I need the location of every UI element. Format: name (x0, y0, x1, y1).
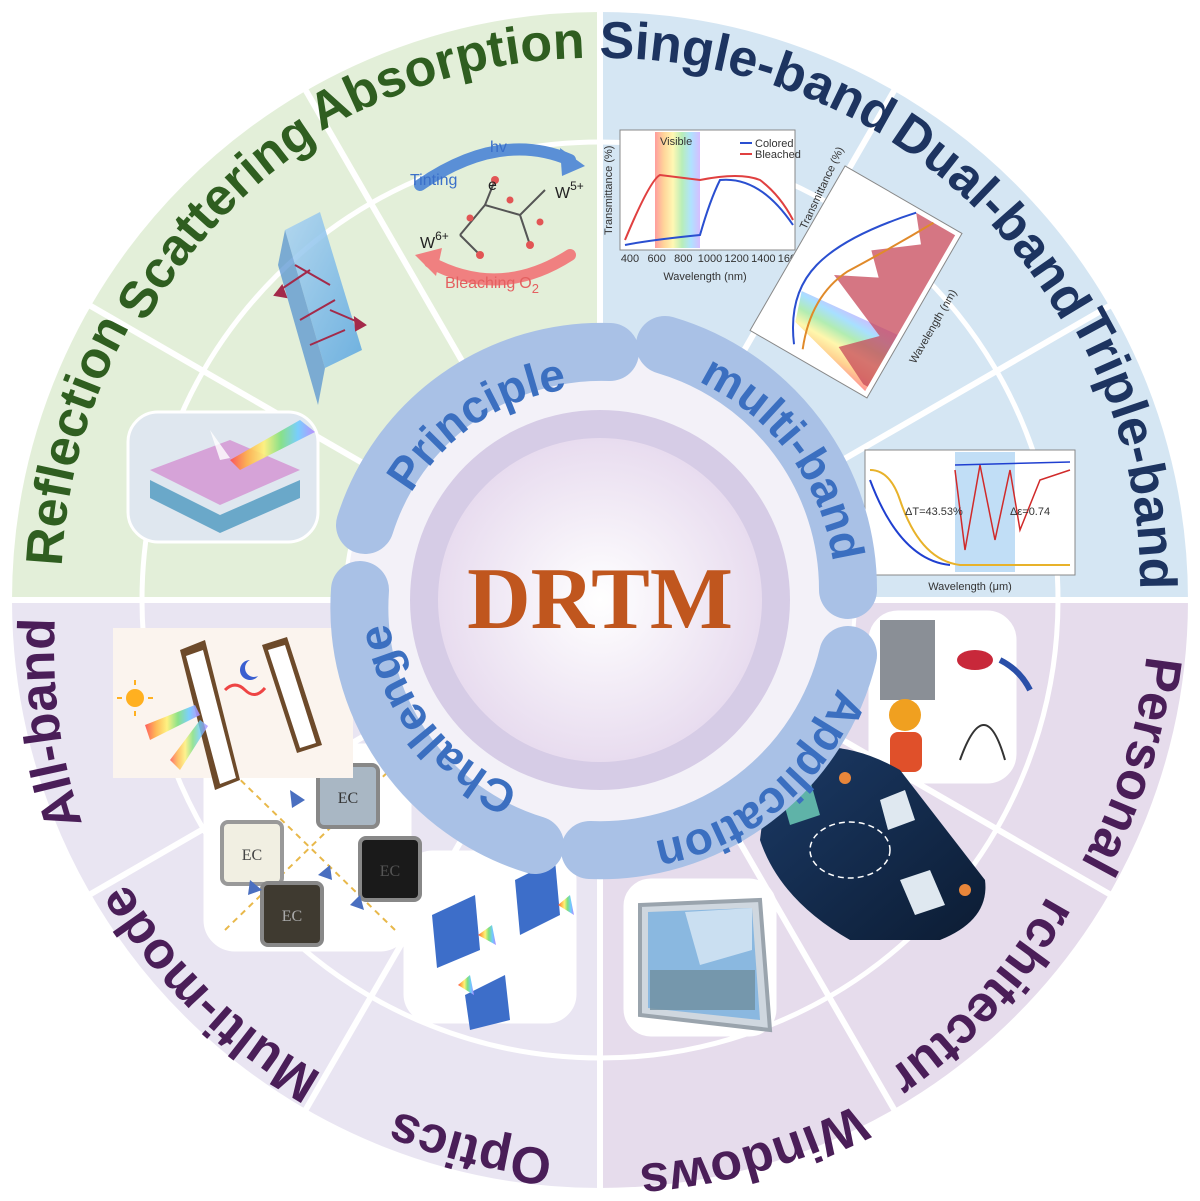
panel-windows (623, 878, 777, 1037)
panel-optics (403, 850, 577, 1030)
heat-wave-icon (223, 683, 267, 696)
single-band-xtick: 1000 (698, 253, 722, 265)
bleached-curve (624, 173, 794, 241)
svg-text:EC: EC (338, 790, 358, 807)
emission-peak-icon (959, 724, 1006, 761)
reflected-spectrum-icon (230, 420, 315, 470)
incident-light-icon (145, 705, 200, 740)
center-disc (438, 438, 762, 762)
panel-personal (868, 610, 1033, 784)
thermal-person-icon (889, 699, 921, 731)
band-multiband (636, 316, 878, 619)
single-band-xlabel: Wavelength (nm) (663, 271, 746, 283)
ec-device-brown: EC (260, 881, 324, 947)
ec-device-dark: EC (358, 836, 422, 902)
hv-label: hv (490, 139, 507, 156)
bleaching-arrowhead-icon (415, 248, 442, 276)
single-band-xtick: 600 (647, 253, 665, 265)
svg-text:EC: EC (242, 847, 262, 864)
tinting-arrowhead-icon (560, 148, 585, 176)
panel-all-band (113, 628, 353, 790)
w5-label: W5+ (555, 179, 584, 202)
visible-label: Visible (660, 136, 692, 148)
electron-label: e (488, 177, 497, 194)
bleached-legend: Bleached (755, 149, 801, 161)
moon-icon (240, 660, 258, 681)
panel-reflection (126, 410, 320, 544)
single-band-xtick: 400 (621, 253, 639, 265)
triple-band-xlabel: Wavelength (μm) (928, 581, 1012, 593)
fabric-texture-image (880, 620, 935, 700)
panel-triple-band: ΔT=43.53% Δε=0.74 Wavelength (μm) (864, 449, 1076, 593)
category-bands (330, 316, 878, 880)
svg-text:EC: EC (380, 863, 400, 880)
single-band-ylabel: Transmittance (%) (603, 146, 615, 235)
fiber-brush-icon (998, 657, 1033, 692)
sun-icon (126, 689, 144, 707)
optics-metasurface-3 (465, 975, 510, 1030)
svg-text:EC: EC (282, 908, 302, 925)
bleaching-arrow-icon (424, 249, 576, 286)
single-band-xtick: 1400 (751, 253, 775, 265)
single-band-xtick: 1200 (724, 253, 748, 265)
colored-legend: Colored (755, 138, 794, 150)
w6-label: W6+ (420, 229, 449, 252)
dual-band-fill (834, 212, 956, 387)
scattering-slab (285, 212, 362, 368)
mode-switch-arrows-icon (248, 790, 364, 910)
heat-source-icon (957, 650, 993, 670)
optics-metasurface-2 (515, 860, 560, 935)
visible-band-highlight (655, 132, 700, 248)
tinting-label: Tinting (410, 172, 457, 189)
ec-device-light: EC (220, 820, 284, 886)
optics-metasurface-1 (432, 895, 480, 968)
band-principle (336, 322, 639, 554)
panel-dual-band: Wavelength (nm) (749, 165, 963, 399)
single-band-xtick: 800 (674, 253, 692, 265)
panel-scattering (273, 212, 367, 405)
scattering-arrows-icon (273, 264, 367, 346)
panel-multi-mode: EC EC EC EC (203, 743, 422, 952)
colored-curve (624, 178, 794, 246)
delta-t-label: ΔT=43.53% (905, 506, 963, 518)
tinting-arrow-icon (414, 143, 576, 191)
oxygen-atoms (466, 176, 544, 259)
center-title: DRTM (467, 551, 733, 648)
band-challenge (330, 561, 564, 874)
band-application (561, 626, 877, 880)
delta-e-label: Δε=0.74 (1010, 506, 1050, 518)
